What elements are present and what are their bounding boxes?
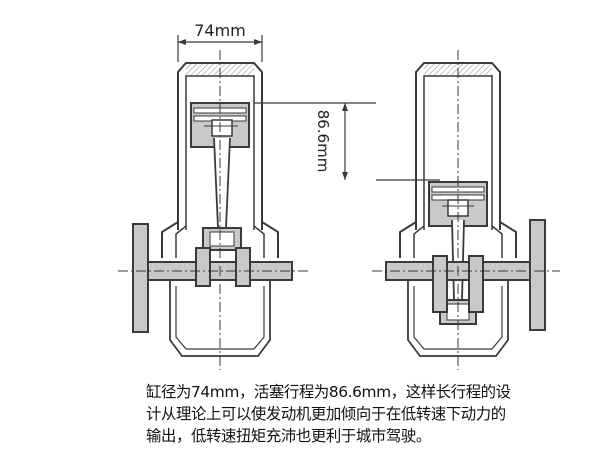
left-connecting-rod (213, 137, 231, 229)
caption-line-3: 输出，低转速扭矩充沛也更利于城市驾驶。 (146, 427, 431, 445)
stroke-label: 86.6mm (314, 110, 332, 173)
bore-dimension (177, 35, 263, 62)
left-flywheel (132, 223, 149, 333)
right-engine (372, 50, 560, 370)
engine-stroke-diagram: 74mm 86.6mm (118, 21, 560, 370)
bore-label: 74mm (194, 21, 246, 40)
caption-line-2: 计从理论上可以使发动机更加倾向于在低转速下动力的 (146, 405, 506, 423)
right-flywheel (529, 219, 546, 331)
left-engine (118, 50, 310, 370)
stroke-dimension (254, 102, 440, 181)
caption: 缸径为74mm，活塞行程为86.6mm，这样长行程的设 计从理论上可以使发动机更… (146, 381, 602, 447)
caption-line-1: 缸径为74mm，活塞行程为86.6mm，这样长行程的设 (146, 383, 511, 401)
